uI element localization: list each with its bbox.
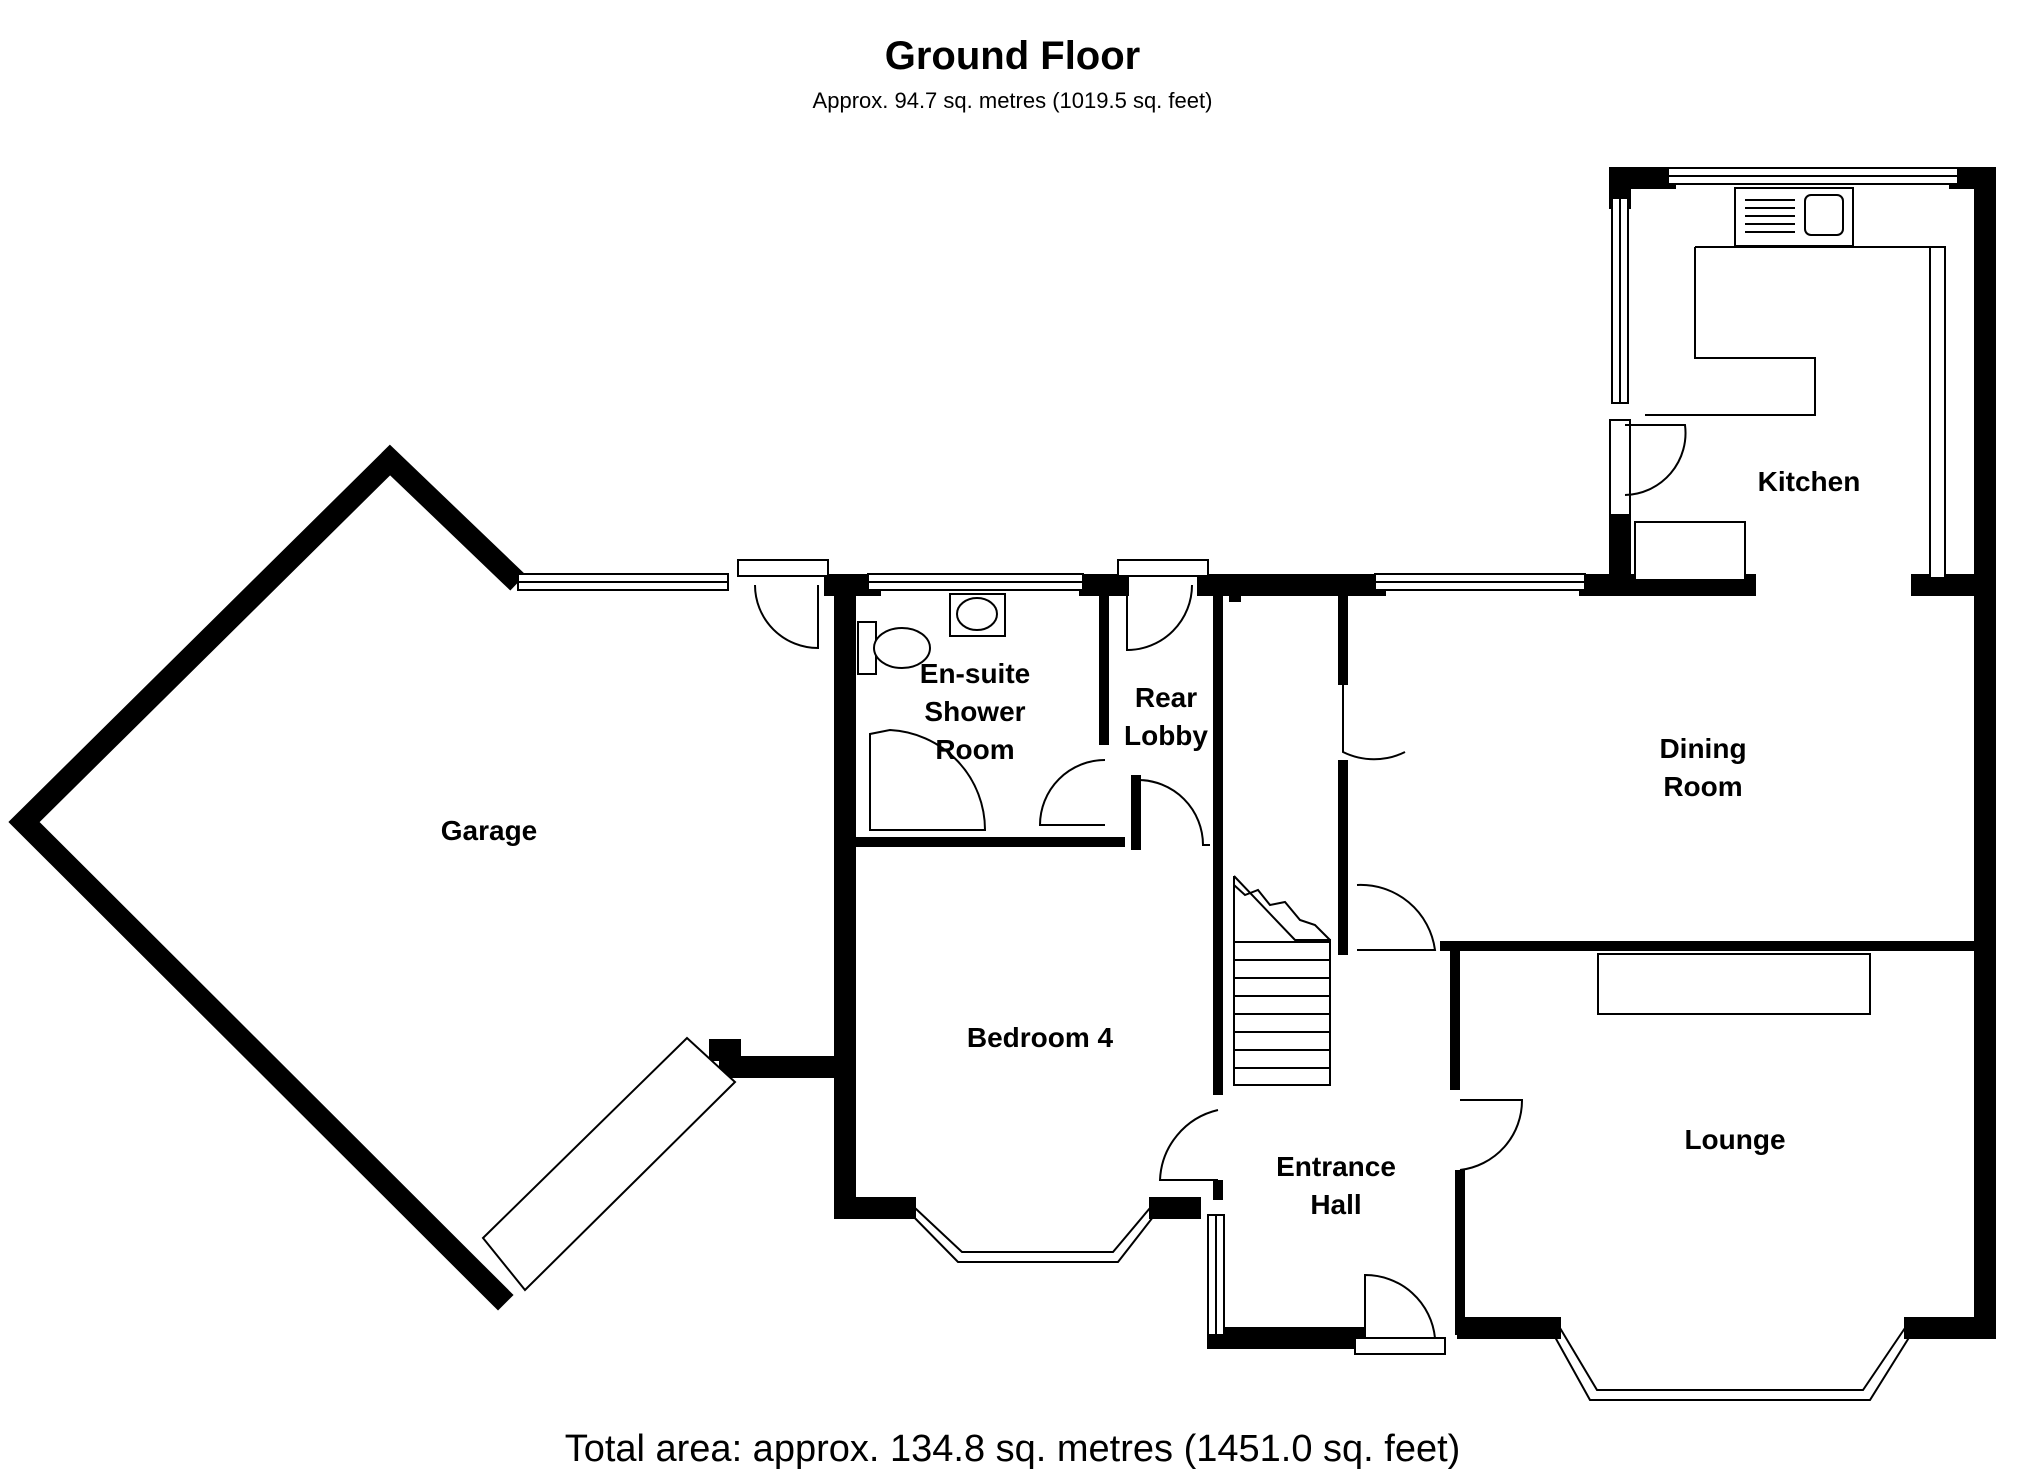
lounge-bay-window-outer (1549, 1327, 1916, 1401)
room-label-dining-room: Dining Room (1659, 730, 1746, 806)
staircase-outline (1233, 875, 1331, 1086)
room-label-line: Room (1663, 771, 1743, 802)
room-label-lounge: Lounge (1684, 1121, 1785, 1159)
shower-tray (869, 728, 987, 831)
ensuite-basin (956, 597, 998, 631)
kitchen-island (1645, 247, 1816, 416)
wc-pan (873, 627, 931, 669)
bedroom-wall-west (834, 574, 916, 1219)
room-label-line: Garage (440, 815, 538, 846)
room-label-garage: Garage (441, 812, 538, 850)
room-label-line: Lounge (1684, 1124, 1786, 1155)
room-label-line: Room (935, 734, 1015, 765)
total-area: Total area: approx. 134.8 sq. metres (14… (564, 1428, 1461, 1470)
room-label-line: Dining (1659, 733, 1747, 764)
kitchen-unit-low (1634, 521, 1746, 581)
room-label-line: Shower (924, 696, 1026, 727)
room-label-line: Kitchen (1757, 466, 1861, 497)
room-label-ensuite: En-suite Shower Room (920, 655, 1030, 769)
room-label-line: Rear (1134, 682, 1198, 713)
room-label-line: En-suite (919, 658, 1031, 689)
garage-wall-south (709, 1039, 846, 1078)
garage-door (481, 1036, 737, 1292)
room-label-line: Entrance (1276, 1151, 1396, 1182)
room-label-bedroom-4: Bedroom 4 (967, 1019, 1113, 1057)
room-label-line: Hall (1310, 1189, 1362, 1220)
room-label-entrance-hall: Entrance Hall (1276, 1148, 1396, 1224)
room-label-line: Bedroom 4 (966, 1022, 1114, 1053)
walls (8, 167, 1996, 1349)
room-label-rear-lobby: Rear Lobby (1124, 679, 1208, 755)
fireplace-hearth (1597, 953, 1871, 1015)
inner-walls (846, 585, 1990, 1335)
windows (517, 167, 1959, 1401)
doors (737, 419, 1687, 1355)
floor-title: Ground Floor (884, 34, 1141, 78)
kitchen-wall-top (1609, 167, 1676, 209)
bedroom-bay-window-outer (904, 1207, 1161, 1263)
kitchen-sink-bowl (1804, 194, 1844, 236)
garage-wall-west (8, 444, 526, 1311)
kitchen-worktop (1695, 246, 1946, 579)
wall-junctions (1229, 580, 1241, 602)
room-label-line: Lobby (1124, 720, 1208, 751)
room-label-kitchen: Kitchen (1758, 463, 1861, 501)
floor-area-subtitle: Approx. 94.7 sq. metres (1019.5 sq. feet… (812, 88, 1213, 113)
fixtures (857, 187, 1946, 1086)
